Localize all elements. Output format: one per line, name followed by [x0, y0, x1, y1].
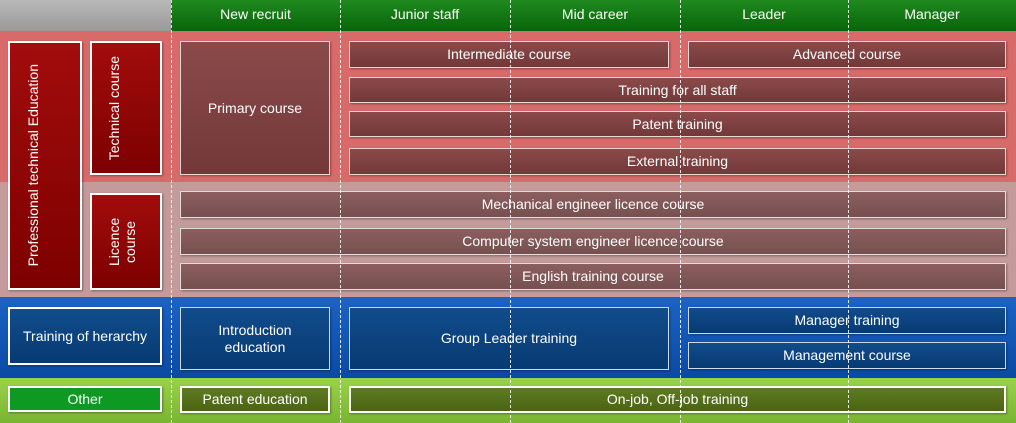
licence-label-text: Licence course: [106, 217, 139, 266]
column-header-mid-career: Mid career: [561, 6, 629, 22]
technical-label-text: Technical course: [106, 55, 122, 161]
group-leader-training: Group Leader training: [349, 307, 669, 370]
intermediate-course-text: Intermediate course: [447, 46, 571, 63]
other-label-text: Other: [67, 390, 103, 407]
external-training: External training: [349, 148, 1006, 175]
mechanical-engineer-licence-course: Mechanical engineer licence course: [180, 191, 1006, 218]
column-divider: [340, 0, 341, 423]
mechanical-course-text: Mechanical engineer licence course: [481, 196, 705, 213]
intermediate-course: Intermediate course: [349, 41, 669, 68]
patent-training-text: Patent training: [632, 115, 723, 132]
manager-training-text: Manager training: [794, 312, 900, 329]
training-for-all-staff: Training for all staff: [349, 77, 1006, 103]
english-training-course: English training course: [180, 263, 1006, 290]
column-divider: [171, 0, 172, 423]
training-for-all-staff-text: Training for all staff: [618, 81, 737, 98]
professional-technical-education-label: Professional technical Education: [8, 41, 82, 290]
column-header-new-recruit: New recruit: [220, 6, 291, 22]
column-header-leader: Leader: [742, 6, 786, 22]
advanced-course: Advanced course: [688, 41, 1006, 68]
technical-course-label: Technical course: [90, 41, 162, 175]
group-leader-training-text: Group Leader training: [440, 330, 578, 347]
on-job-off-job-training-text: On-job, Off-job training: [606, 391, 749, 408]
column-divider: [848, 0, 849, 423]
primary-course-text: Primary course: [207, 99, 303, 116]
computer-course-text: Computer system engineer licence course: [462, 233, 724, 250]
patent-education: Patent education: [180, 386, 330, 413]
advanced-course-text: Advanced course: [792, 46, 902, 63]
column-header-manager: Manager: [904, 6, 960, 22]
licence-course-label: Licence course: [90, 193, 162, 290]
manager-training: Manager training: [688, 307, 1006, 334]
header-corner: [0, 0, 171, 31]
english-course-text: English training course: [522, 268, 664, 285]
patent-education-text: Patent education: [202, 391, 308, 408]
patent-training: Patent training: [349, 111, 1006, 137]
hierarchy-label-text: Training of herarchy: [23, 327, 147, 344]
header-bar: [171, 0, 1016, 31]
training-of-hierarchy-label: Training of herarchy: [8, 307, 162, 365]
management-course: Management course: [688, 342, 1006, 369]
column-header-junior-staff: Junior staff: [390, 6, 460, 22]
on-job-off-job-training: On-job, Off-job training: [349, 386, 1006, 413]
introduction-education-text: Introduction education: [218, 322, 292, 355]
primary-course: Primary course: [180, 41, 330, 175]
management-course-text: Management course: [783, 347, 911, 364]
professional-label-text: Professional technical Education: [25, 64, 41, 267]
column-divider: [510, 0, 511, 423]
external-training-text: External training: [626, 153, 729, 170]
other-label: Other: [8, 386, 162, 412]
introduction-education: Introduction education: [180, 307, 330, 370]
computer-system-engineer-licence-course: Computer system engineer licence course: [180, 228, 1006, 255]
column-divider: [680, 0, 681, 423]
